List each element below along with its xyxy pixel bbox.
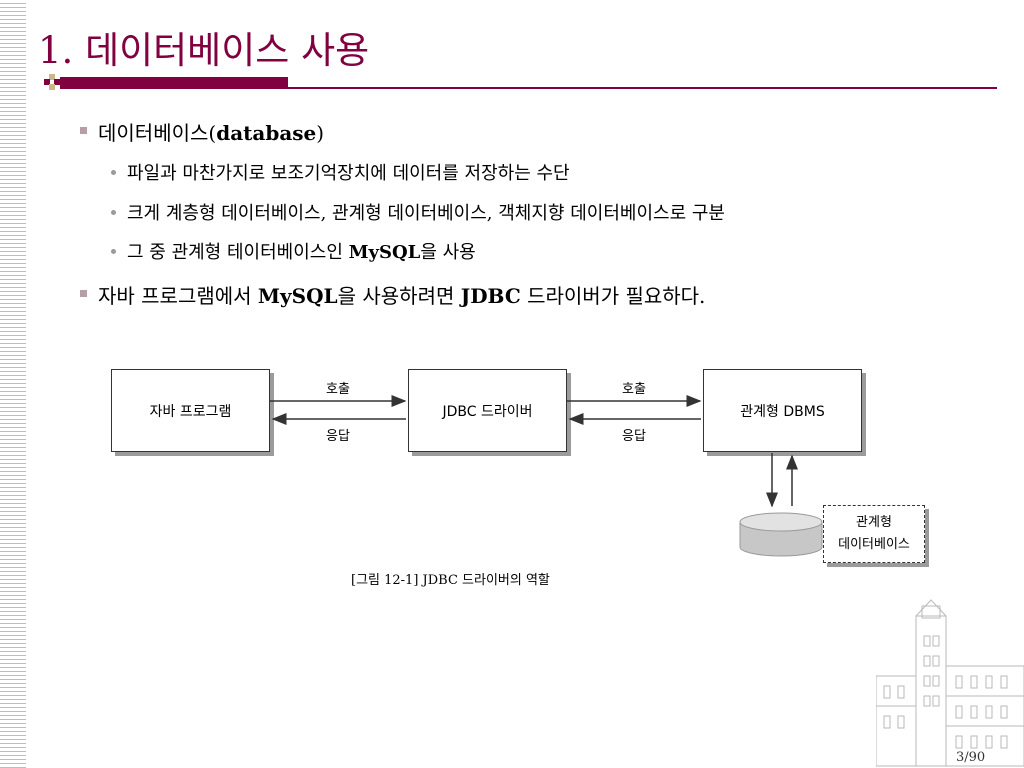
left-decorative-strip — [0, 0, 26, 768]
sub-bullet-mysql: 그 중 관계형 테이터베이스인 MySQL을 사용 — [127, 238, 476, 264]
bullet-jdbc: 자바 프로그램에서 MySQL을 사용하려면 JDBC 드라이버가 필요하다. — [98, 280, 705, 309]
slide-title: 1. 데이터베이스 사용 — [38, 29, 370, 72]
bullet-square-icon — [80, 127, 87, 134]
box-jdbc-driver: JDBC 드라이버 — [408, 369, 567, 452]
bullet-square-icon — [80, 290, 87, 297]
sub-bullet-dot-icon — [111, 170, 116, 175]
label-call-2: 호출 — [622, 382, 646, 397]
bullet-bold-mysql: MySQL — [257, 284, 338, 308]
box-java-program: 자바 프로그램 — [111, 369, 270, 452]
page-number: 3/90 — [956, 750, 986, 765]
sub-bullet-dot-icon — [111, 249, 116, 254]
title-decoration-icon — [44, 74, 60, 90]
title-underline — [60, 87, 997, 89]
bullet-bold-jdbc: JDBC — [460, 284, 521, 308]
db-label-line2: 데이터베이스 — [838, 537, 910, 552]
title-underline-accent — [60, 77, 288, 89]
bullet-database: 데이터베이스(database) — [98, 117, 324, 146]
bullet-bold: database — [216, 121, 317, 145]
building-sketch-icon — [876, 599, 1024, 767]
box-dbms: 관계형 DBMS — [703, 369, 862, 452]
bullet-text: 데이터베이스( — [98, 121, 217, 145]
sub-bullet-bold: MySQL — [348, 242, 421, 263]
sub-bullet-storage: 파일과 마찬가지로 보조기억장치에 데이터를 저장하는 수단 — [127, 163, 570, 184]
label-response-1: 응답 — [326, 429, 350, 444]
bullet-text-mid: 을 사용하려면 — [337, 284, 461, 308]
database-cylinder-icon — [739, 512, 823, 557]
bullet-text-end: ) — [316, 121, 325, 145]
bullet-text: 자바 프로그램에서 — [98, 284, 258, 308]
sub-bullet-text-end: 을 사용 — [420, 242, 476, 263]
figure-caption: [그림 12-1] JDBC 드라이버의 역할 — [351, 573, 550, 588]
label-response-2: 응답 — [622, 429, 646, 444]
label-call-1: 호출 — [326, 382, 350, 397]
db-label-line1: 관계형 — [856, 515, 892, 530]
sub-bullet-text: 그 중 관계형 테이터베이스인 — [127, 242, 349, 263]
sub-bullet-types: 크게 계층형 데이터베이스, 관계형 데이터베이스, 객체지향 데이터베이스로 … — [127, 203, 725, 224]
database-label-box: 관계형 데이터베이스 — [823, 505, 925, 563]
bullet-text-end: 드라이버가 필요하다. — [520, 284, 706, 308]
sub-bullet-dot-icon — [111, 210, 116, 215]
